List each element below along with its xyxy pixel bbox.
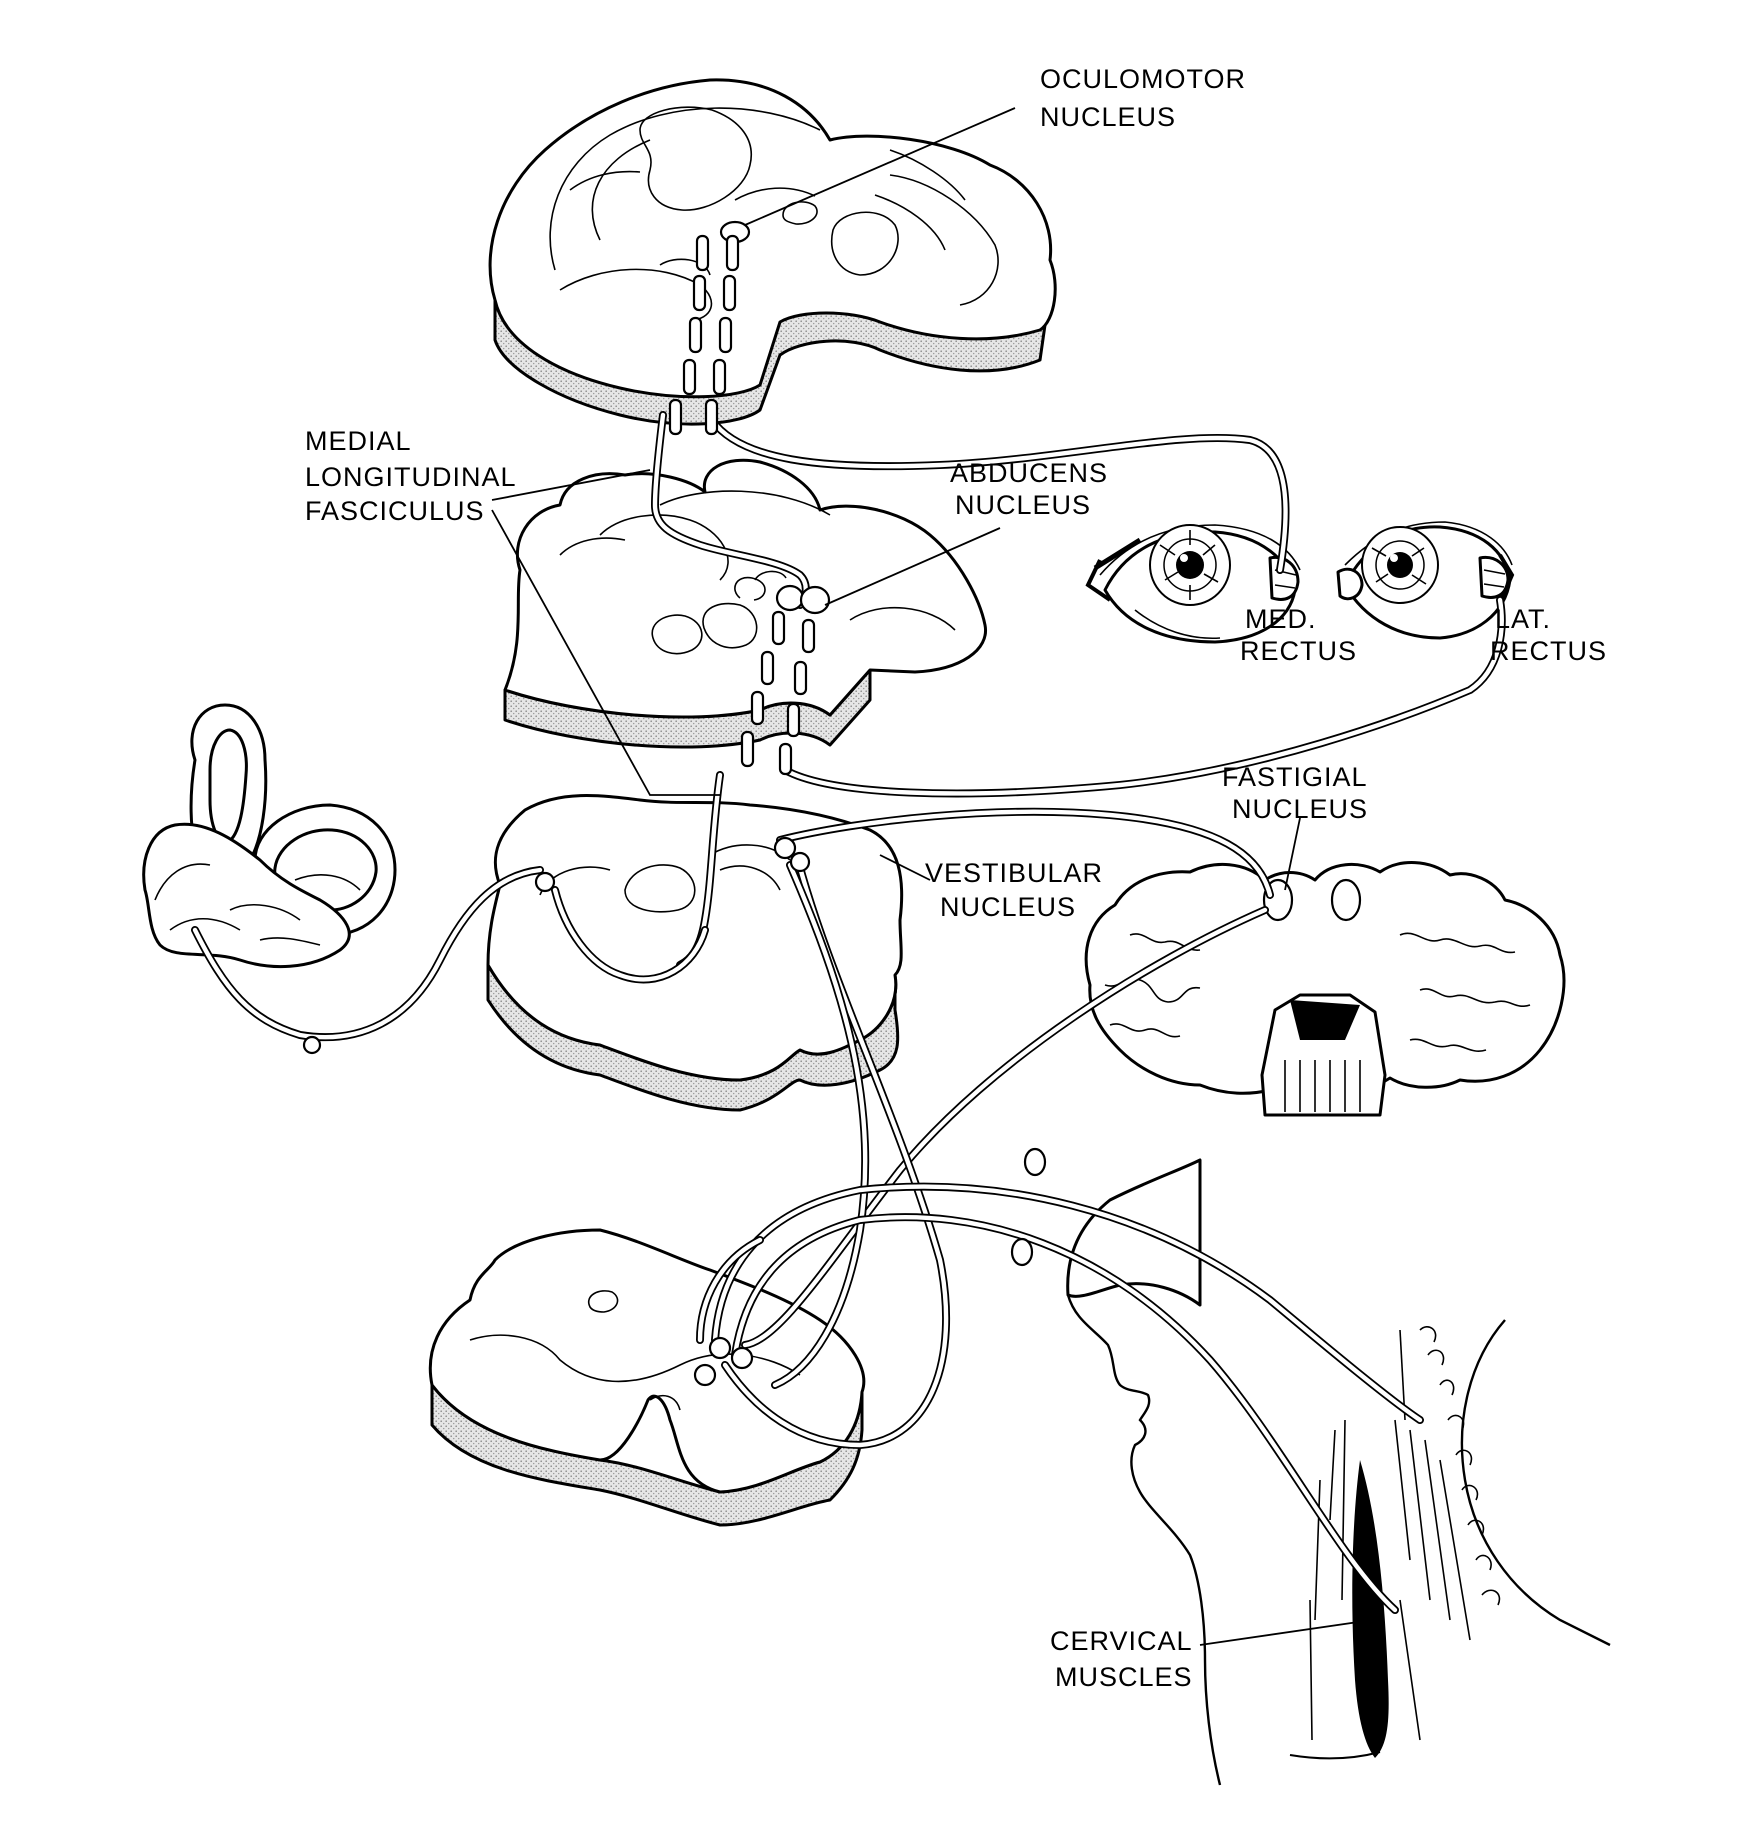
left-eye [1085, 524, 1301, 644]
label-abducens-line2: NUCLEUS [955, 490, 1091, 520]
label-leaders [491, 107, 1373, 1646]
label-mlf-line3: FASCICULUS [305, 496, 485, 526]
inner-ear [142, 703, 397, 968]
label-fastigial-line1: FASTIGIAL [1222, 762, 1368, 792]
label-lat-rectus-line2: RECTUS [1490, 636, 1607, 666]
head-neck-profile [1066, 1158, 1611, 1786]
label-fastigial-line2: NUCLEUS [1232, 794, 1368, 824]
label-mlf-line2: LONGITUDINAL [305, 462, 517, 492]
label-mlf-line1: MEDIAL [305, 426, 412, 456]
midbrain-section [488, 78, 1057, 426]
right-eye [1336, 521, 1515, 640]
label-oculomotor-line1: OCULOMOTOR [1040, 64, 1246, 94]
label-vestibular-line1: VESTIBULAR [925, 858, 1103, 888]
label-abducens-line1: ABDUCENS [950, 458, 1108, 488]
label-vestibular-line2: NUCLEUS [940, 892, 1076, 922]
spinal-cord-section [428, 1228, 866, 1527]
cerebellum [1084, 861, 1566, 1117]
labels: OCULOMOTOR NUCLEUS MEDIAL LONGITUDINAL F… [305, 64, 1607, 1692]
pons-section [503, 458, 988, 749]
label-lat-rectus-line1: LAT. [1495, 604, 1551, 634]
label-med-rectus-line1: MED. [1245, 604, 1317, 634]
label-oculomotor-line2: NUCLEUS [1040, 102, 1176, 132]
label-cervical-line2: MUSCLES [1055, 1662, 1193, 1692]
neuron-cells [302, 220, 1047, 1387]
label-med-rectus-line2: RECTUS [1240, 636, 1357, 666]
label-cervical-line1: CERVICAL [1050, 1626, 1193, 1656]
nerve-pathways [191, 411, 1506, 1614]
